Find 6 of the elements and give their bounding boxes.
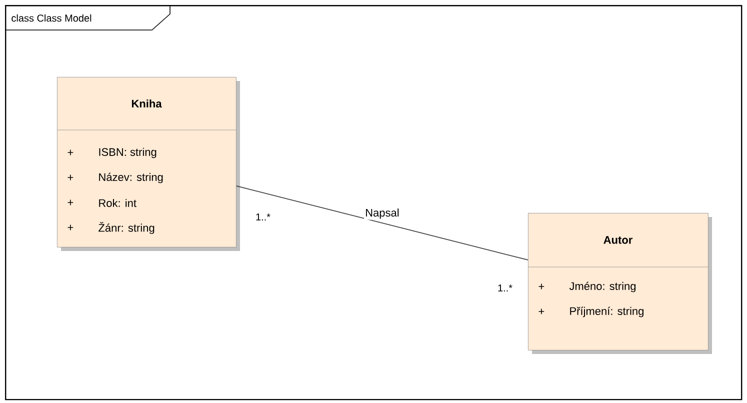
edge-label: Napsal xyxy=(366,208,399,219)
class-box: Kniha + ISBN: string + Název: string + Rok: int + Žánr: string xyxy=(56,77,240,251)
multiplicity-label: 1..* xyxy=(256,214,270,220)
class-box: Autor + Jméno: string + Příjmení: string xyxy=(528,213,712,354)
multiplicity-label: 1..* xyxy=(498,284,512,292)
association-line xyxy=(236,186,528,260)
